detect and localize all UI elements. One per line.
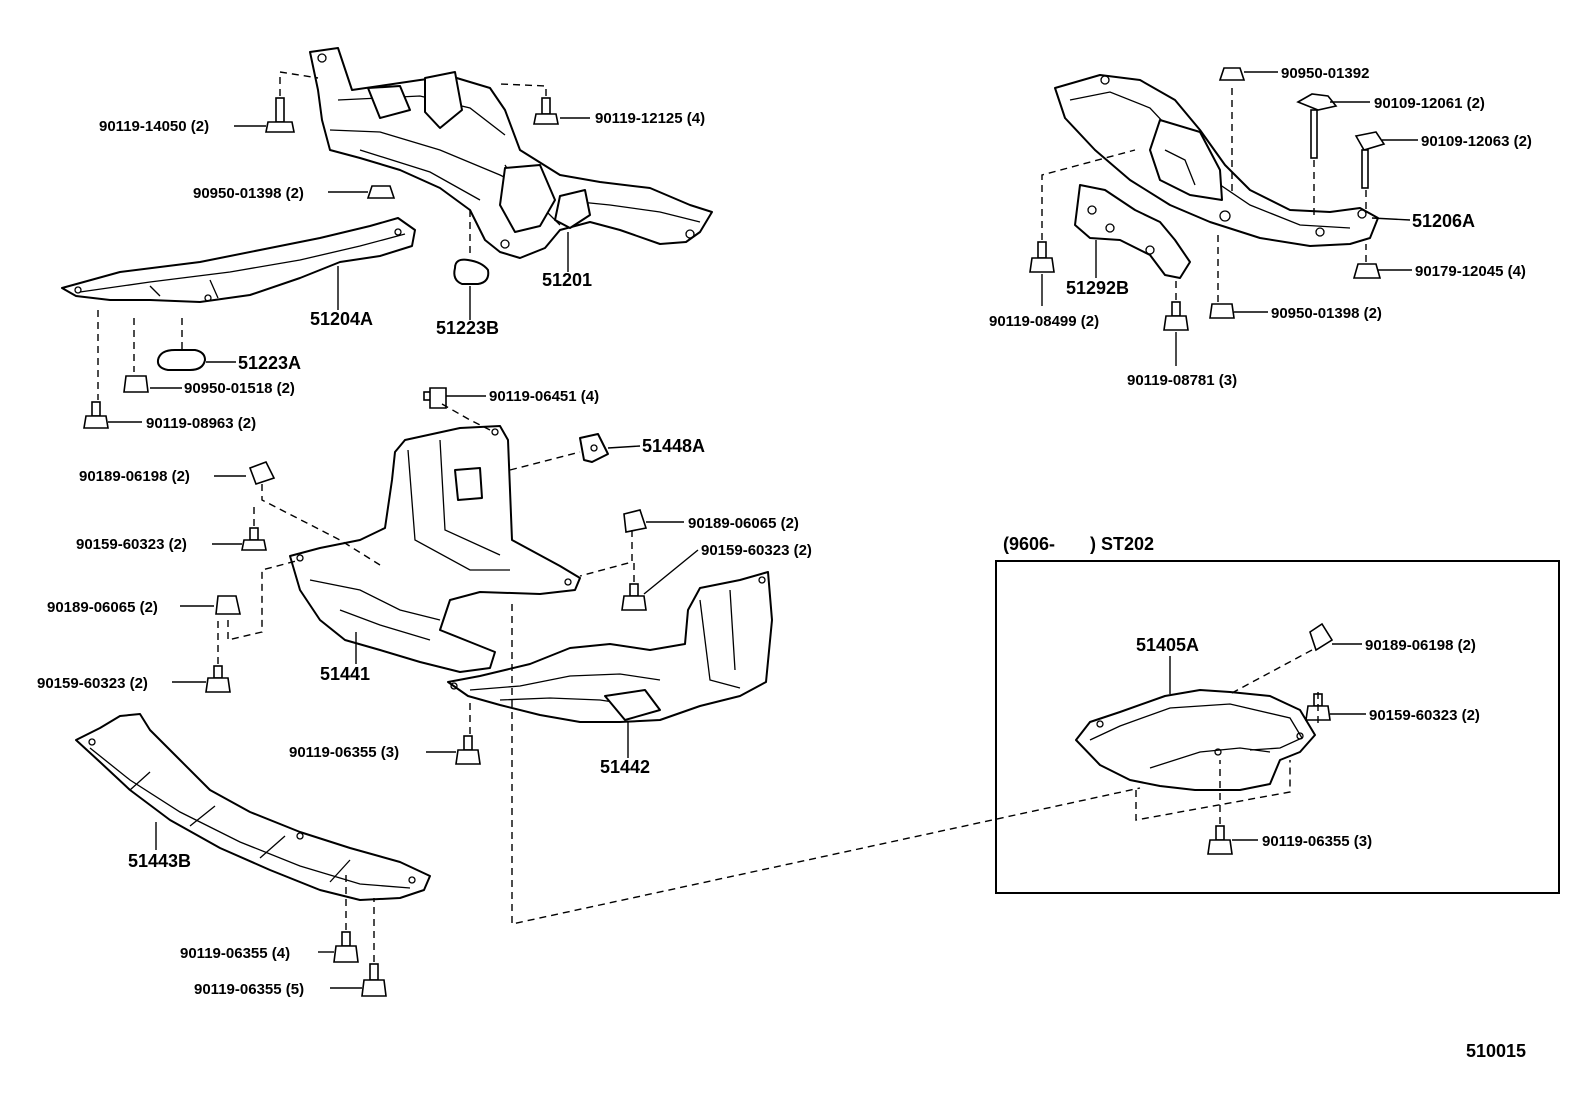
bolt-icon xyxy=(241,527,267,551)
labels: 51201 51204A 51223A 51223B 51206A 51292B… xyxy=(37,65,1532,1061)
fastener-label: 90159-60323 (2) xyxy=(37,675,148,692)
diagram-id: 510015 xyxy=(1466,1041,1526,1061)
bolt-icon xyxy=(621,583,647,611)
fastener-label: 90950-01392 xyxy=(1281,65,1369,82)
fastener-label: 90189-06065 (2) xyxy=(688,515,799,532)
bolt-icon xyxy=(423,387,447,409)
cover-51441-drawing xyxy=(289,425,581,673)
clip-51448A-drawing xyxy=(579,433,609,463)
bolt-icon xyxy=(1029,241,1055,273)
bolt-icon xyxy=(205,665,231,693)
nut-icon xyxy=(1209,303,1235,319)
assembly-dashed-lines xyxy=(97,71,1367,962)
fastener-label: 90159-60323 (2) xyxy=(701,542,812,559)
leader-lines xyxy=(108,71,1418,989)
fastener-label: 90119-06451 (4) xyxy=(489,388,599,405)
nut-icon xyxy=(1218,67,1246,81)
fastener-label: 90119-08499 (2) xyxy=(989,313,1099,330)
part-label-51204A: 51204A xyxy=(310,309,373,329)
cap-51223B-drawing xyxy=(453,258,490,285)
fastener-label: 90950-01518 (2) xyxy=(184,380,295,397)
nut-icon xyxy=(1352,263,1382,279)
part-label-51441: 51441 xyxy=(320,664,370,684)
crossmember-51206A-drawing xyxy=(1054,74,1379,247)
nut-icon xyxy=(123,375,149,393)
nut-icon xyxy=(215,595,241,615)
bolt-icon xyxy=(333,931,359,963)
crossmember-51201-drawing xyxy=(309,47,713,259)
fastener-label: 90119-06355 (4) xyxy=(180,945,290,962)
inset-frame xyxy=(995,560,1560,894)
bolt-icon xyxy=(1296,93,1338,159)
fastener-label: 90119-06355 (3) xyxy=(1262,833,1372,850)
bolt-icon xyxy=(265,97,295,133)
nut-icon xyxy=(623,509,648,533)
fastener-label: 90189-06198 (2) xyxy=(79,468,190,485)
nut-icon xyxy=(248,460,276,486)
bolt-icon xyxy=(1163,301,1189,331)
fastener-label: 90189-06198 (2) xyxy=(1365,637,1476,654)
bolt-icon xyxy=(455,735,481,765)
cap-51223A-drawing xyxy=(156,349,206,371)
nut-icon xyxy=(366,185,396,199)
fastener-label: 90119-08781 (3) xyxy=(1127,372,1237,389)
bolt-icon xyxy=(533,97,559,125)
fastener-label: 90109-12063 (2) xyxy=(1421,133,1532,150)
part-label-51206A: 51206A xyxy=(1412,211,1475,231)
part-label-51201: 51201 xyxy=(542,270,592,290)
fastener-label: 90189-06065 (2) xyxy=(47,599,158,616)
bolt-icon xyxy=(83,401,109,429)
cover-51443B-drawing xyxy=(75,713,431,901)
part-label-51442: 51442 xyxy=(600,757,650,777)
bracket-51292B-drawing xyxy=(1074,184,1191,279)
part-label-51448A: 51448A xyxy=(642,436,705,456)
part-label-51223B: 51223B xyxy=(436,318,499,338)
fastener-label: 90109-12061 (2) xyxy=(1374,95,1485,112)
fastener-label: 90119-12125 (4) xyxy=(595,110,705,127)
nut-icon xyxy=(1309,622,1334,652)
cover-51405A-drawing xyxy=(1075,689,1316,791)
fastener-drawings xyxy=(83,67,1386,997)
inset-header: (9606- ) ST202 xyxy=(1003,534,1154,554)
fastener-label: 90119-06355 (5) xyxy=(194,981,304,998)
brace-51204A-drawing xyxy=(61,217,416,303)
fastener-label: 90119-06355 (3) xyxy=(289,744,399,761)
fastener-label: 90159-60323 (2) xyxy=(76,536,187,553)
cover-51442-drawing xyxy=(447,571,773,723)
bolt-icon xyxy=(1207,825,1233,855)
bolt-icon xyxy=(1354,131,1386,189)
part-label-51405A: 51405A xyxy=(1136,635,1199,655)
fastener-label: 90119-08963 (2) xyxy=(146,415,256,432)
fastener-label: 90119-14050 (2) xyxy=(99,118,209,135)
bolt-icon xyxy=(361,963,387,997)
part-label-51443B: 51443B xyxy=(128,851,191,871)
fastener-label: 90950-01398 (2) xyxy=(1271,305,1382,322)
part-label-51292B: 51292B xyxy=(1066,278,1129,298)
part-label-51223A: 51223A xyxy=(238,353,301,373)
fastener-label: 90179-12045 (4) xyxy=(1415,263,1526,280)
fastener-label: 90159-60323 (2) xyxy=(1369,707,1480,724)
fastener-label: 90950-01398 (2) xyxy=(193,185,304,202)
